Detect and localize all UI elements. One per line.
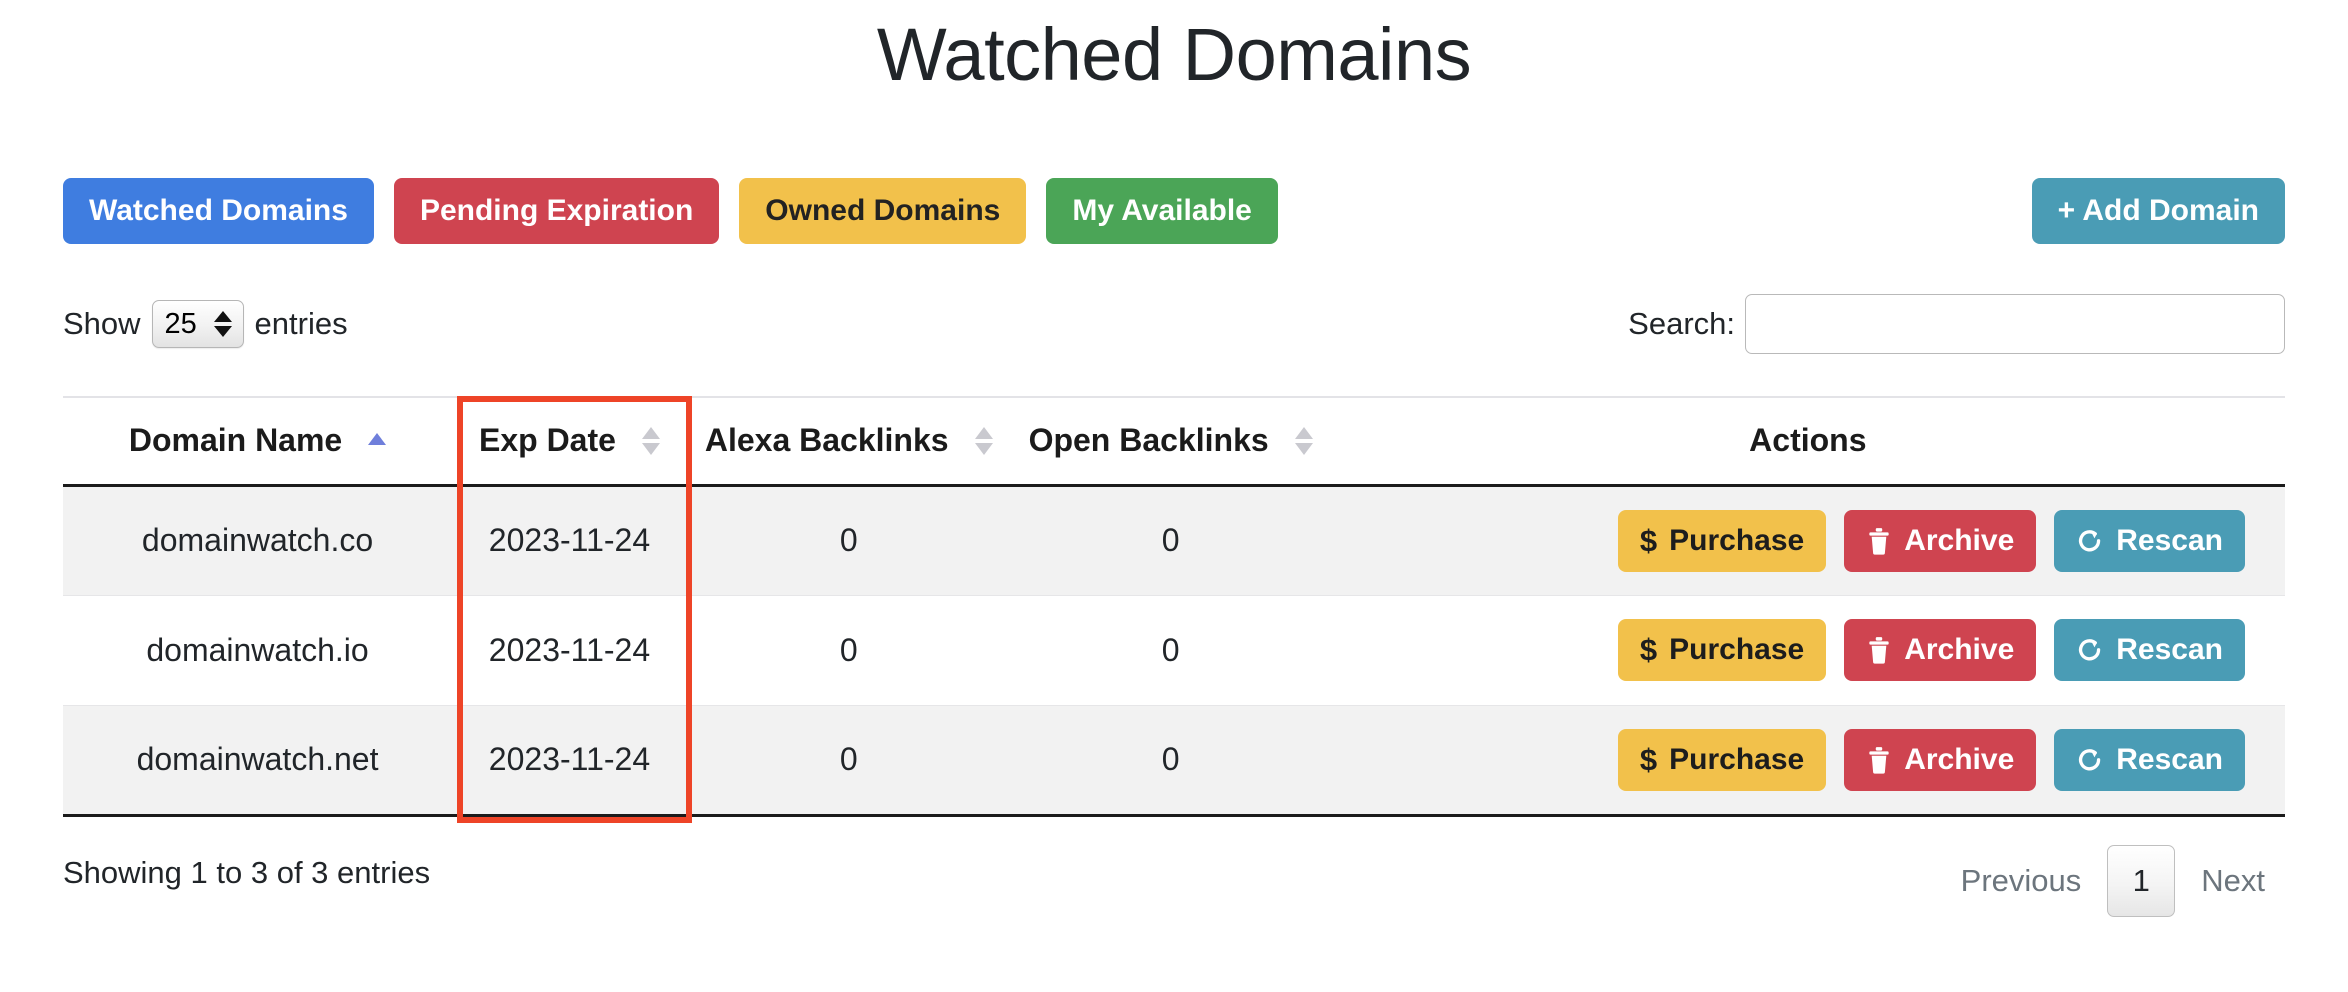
- dollar-icon: $: [1639, 632, 1658, 667]
- cell-open-backlinks: 0: [1010, 705, 1331, 817]
- archive-button-label: Archive: [1904, 742, 2015, 776]
- rescan-button-label: Rescan: [2116, 523, 2223, 557]
- archive-button-label: Archive: [1904, 523, 2015, 557]
- table-footer: Showing 1 to 3 of 3 entries Previous 1 N…: [63, 845, 2285, 925]
- entries-per-page-value: 25: [164, 307, 197, 340]
- cell-exp-date: 2023-11-24: [452, 595, 687, 706]
- table-row: domainwatch.co 2023-11-24 0 0 $ Purchase: [63, 485, 2285, 596]
- refresh-icon: [2076, 526, 2104, 556]
- purchase-button-label: Purchase: [1669, 523, 1805, 557]
- column-header-open-backlinks[interactable]: Open Backlinks: [1010, 396, 1331, 487]
- watched-domains-table: Domain Name Exp Date Alexa Backlinks: [63, 396, 2285, 817]
- table-row: domainwatch.net 2023-11-24 0 0 $ Purchas…: [63, 705, 2285, 817]
- length-menu-prefix-label: Show: [63, 306, 141, 341]
- archive-button-label: Archive: [1904, 633, 2015, 666]
- archive-button[interactable]: Archive: [1844, 728, 2037, 791]
- pagination-previous[interactable]: Previous: [1960, 863, 2082, 898]
- table-info: Showing 1 to 3 of 3 entries: [63, 855, 431, 890]
- tab-owned-domains[interactable]: Owned Domains: [739, 178, 1027, 244]
- trash-icon: [1866, 745, 1892, 775]
- entries-per-page-select[interactable]: 25: [151, 300, 244, 348]
- cell-alexa-backlinks: 0: [686, 595, 1011, 706]
- cell-actions: $ Purchase Archive: [1330, 595, 2285, 706]
- rescan-button[interactable]: Rescan: [2054, 509, 2245, 572]
- cell-alexa-backlinks: 0: [686, 485, 1011, 596]
- cell-domain-name: domainwatch.co: [63, 485, 453, 596]
- add-domain-button[interactable]: + Add Domain: [2031, 178, 2285, 244]
- rescan-button[interactable]: Rescan: [2054, 619, 2245, 681]
- table-header: Domain Name Exp Date Alexa Backlinks: [63, 396, 2285, 487]
- cell-actions: $ Purchase Archive: [1330, 485, 2285, 596]
- column-header-exp-date[interactable]: Exp Date: [452, 396, 687, 487]
- trash-icon: [1866, 526, 1892, 556]
- refresh-icon: [2076, 635, 2104, 665]
- refresh-icon: [2076, 745, 2104, 775]
- sort-ascending-icon: [368, 432, 387, 449]
- search-container: Search:: [1628, 294, 2285, 354]
- sort-both-icon: [974, 426, 993, 455]
- tab-watched-domains[interactable]: Watched Domains: [63, 178, 374, 244]
- purchase-button[interactable]: $ Purchase: [1617, 509, 1827, 572]
- sort-both-icon: [641, 426, 660, 455]
- column-label-open-backlinks: Open Backlinks: [1028, 422, 1269, 459]
- rescan-button-label: Rescan: [2116, 742, 2223, 776]
- page-title: Watched Domains: [876, 13, 1472, 96]
- table-header-row: Domain Name Exp Date Alexa Backlinks: [63, 396, 2285, 487]
- search-input[interactable]: [1745, 294, 2285, 354]
- cell-alexa-backlinks: 0: [686, 705, 1011, 817]
- dollar-icon: $: [1639, 741, 1658, 777]
- tab-pending-expiration[interactable]: Pending Expiration: [393, 178, 720, 244]
- purchase-button[interactable]: $ Purchase: [1617, 619, 1827, 681]
- column-label-alexa-backlinks: Alexa Backlinks: [704, 422, 949, 459]
- trash-icon: [1866, 635, 1892, 665]
- cell-open-backlinks: 0: [1010, 485, 1331, 596]
- search-label: Search:: [1628, 306, 1735, 341]
- pagination-page-1[interactable]: 1: [2107, 845, 2176, 917]
- table-row: domainwatch.io 2023-11-24 0 0 $ Purchase: [63, 595, 2285, 706]
- table-body: domainwatch.co 2023-11-24 0 0 $ Purchase: [63, 485, 2285, 817]
- dollar-icon: $: [1639, 522, 1658, 558]
- pagination: Previous 1 Next: [1941, 845, 2285, 917]
- cell-domain-name: domainwatch.io: [63, 595, 453, 706]
- length-menu: Show 25 entries: [63, 300, 348, 348]
- cell-exp-date: 2023-11-24: [452, 705, 687, 817]
- column-header-alexa-backlinks[interactable]: Alexa Backlinks: [686, 396, 1011, 487]
- purchase-button[interactable]: $ Purchase: [1617, 728, 1827, 791]
- stepper-arrows-icon: [213, 311, 232, 337]
- archive-button[interactable]: Archive: [1844, 619, 2037, 681]
- rescan-button-label: Rescan: [2116, 633, 2223, 666]
- rescan-button[interactable]: Rescan: [2054, 728, 2245, 791]
- sort-both-icon: [1294, 426, 1313, 455]
- purchase-button-label: Purchase: [1669, 633, 1805, 666]
- column-label-exp-date: Exp Date: [478, 422, 616, 459]
- tab-button-bar: Watched Domains Pending Expiration Owned…: [63, 178, 2285, 246]
- archive-button[interactable]: Archive: [1844, 509, 2037, 572]
- purchase-button-label: Purchase: [1669, 742, 1805, 776]
- column-header-domain-name[interactable]: Domain Name: [63, 396, 453, 487]
- pagination-next[interactable]: Next: [2201, 863, 2265, 898]
- cell-exp-date: 2023-11-24: [452, 485, 687, 596]
- table-controls: Show 25 entries Search:: [63, 294, 2285, 370]
- cell-domain-name: domainwatch.net: [63, 705, 453, 817]
- tab-my-available[interactable]: My Available: [1046, 178, 1278, 244]
- cell-open-backlinks: 0: [1010, 595, 1331, 706]
- column-header-actions: Actions: [1330, 396, 2285, 487]
- column-label-actions: Actions: [1749, 422, 1867, 459]
- length-menu-suffix-label: entries: [254, 306, 348, 341]
- column-label-domain-name: Domain Name: [128, 422, 343, 459]
- cell-actions: $ Purchase Archive: [1330, 705, 2285, 817]
